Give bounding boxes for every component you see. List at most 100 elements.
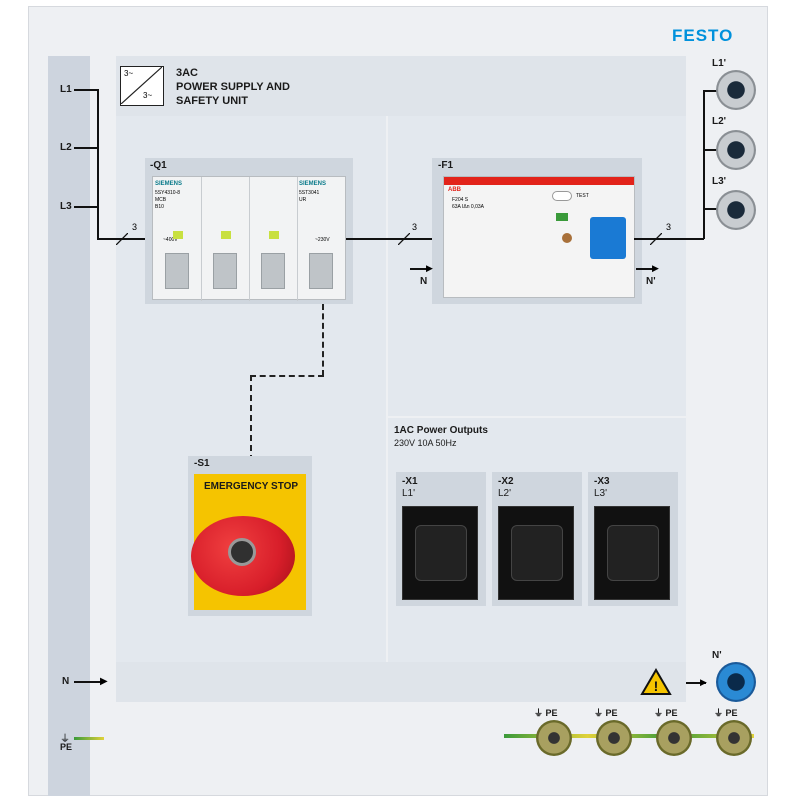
input-label-l2: L2 [60, 142, 72, 153]
wire-l2 [74, 147, 98, 149]
slash-mark-icon [397, 232, 411, 246]
f1-rcd[interactable]: ABB F204 S 63A IΔn 0,03A TEST [443, 176, 635, 298]
x1-tag: -X1 [402, 476, 418, 487]
wire-l1 [74, 89, 98, 91]
rcd-rating: 63A IΔn 0,03A [452, 204, 484, 210]
rcd-test-button[interactable] [552, 191, 572, 201]
x2-phase: L2' [498, 488, 512, 499]
key-lock-icon [228, 538, 256, 566]
bus-count-1: 3 [132, 222, 138, 232]
f1-tag: -F1 [438, 160, 453, 171]
q1-type-2: UR [299, 197, 307, 203]
pe-label-2: ⏚ PE [594, 708, 618, 718]
rcd-screw-icon [562, 233, 572, 243]
socket-n[interactable] [716, 662, 756, 702]
symbol-top: 3~ [124, 69, 134, 78]
q1-lever-1[interactable] [165, 253, 189, 289]
arrow-right-icon: ▶ [700, 677, 707, 687]
wire-f1-out [634, 238, 704, 240]
rcd-status-indicator [556, 213, 568, 221]
q1-lever-3[interactable] [261, 253, 285, 289]
neutral-in-label: N [420, 276, 428, 287]
festo-logo: FESTO [672, 26, 734, 45]
q1-rating: B10 [155, 204, 164, 210]
wire-out-vertical [703, 90, 705, 239]
x2-power-socket[interactable] [498, 506, 574, 600]
x3-phase: L3' [594, 488, 608, 499]
outputs-spec: 230V 10A 50Hz [394, 438, 457, 448]
wire-q1-f1 [346, 238, 446, 240]
x1-phase: L1' [402, 488, 416, 499]
unit-title: 3AC POWER SUPPLY AND SAFETY UNIT [176, 67, 290, 107]
neutral-out-label: N' [646, 276, 656, 287]
stop-label: EMERGENCY STOP [204, 481, 299, 492]
arrow-right-icon: ▶ [652, 263, 659, 273]
arrow-right-icon: ▶ [426, 263, 433, 273]
rcd-test-label: TEST [576, 193, 589, 199]
q1-lever-2[interactable] [213, 253, 237, 289]
wire-to-breaker [97, 238, 153, 240]
q1-voltage-2: ~230V [315, 237, 330, 243]
title-block [116, 56, 686, 116]
socket-l2[interactable] [716, 130, 756, 170]
q1-lever-4[interactable] [309, 253, 333, 289]
converter-symbol-icon: 3~ 3~ [120, 66, 164, 106]
pe-jack-4[interactable] [716, 720, 752, 756]
bus-count-3: 3 [666, 222, 672, 232]
rcd-brand: ABB [448, 187, 461, 193]
slash-mark-icon [649, 232, 663, 246]
q1-brand: SIEMENS [155, 181, 183, 187]
wire-bus-vertical [97, 89, 99, 239]
q1-indicator-2 [221, 231, 231, 239]
socket-l1[interactable] [716, 70, 756, 110]
wire-n [74, 681, 104, 683]
pe-jack-2[interactable] [596, 720, 632, 756]
x2-tag: -X2 [498, 476, 514, 487]
x3-power-socket[interactable] [594, 506, 670, 600]
input-label-l1: L1 [60, 84, 72, 95]
input-label-pe: PE [60, 742, 73, 752]
q1-indicator-1 [173, 231, 183, 239]
x1-power-socket[interactable] [402, 506, 478, 600]
socket-label-l2: L2' [712, 116, 727, 127]
s1-tag: -S1 [194, 458, 210, 469]
symbol-bottom: 3~ [143, 91, 153, 100]
outputs-title: 1AC Power Outputs [394, 425, 488, 436]
linkage-horizontal [250, 375, 324, 377]
rcd-lever[interactable] [590, 217, 626, 259]
q1-breaker[interactable]: SIEMENS 5SY4310-8 MCB B10 ~400V SIEMENS … [152, 176, 346, 301]
q1-type: MCB [155, 197, 167, 203]
pe-label-4: ⏚ PE [714, 708, 738, 718]
q1-model: 5SY4310-8 [155, 190, 181, 196]
q1-tag: -Q1 [150, 160, 167, 171]
socket-label-n: N' [712, 650, 722, 661]
pe-jack-3[interactable] [656, 720, 692, 756]
wire-l3 [74, 206, 98, 208]
input-label-l3: L3 [60, 201, 72, 212]
pe-jack-1[interactable] [536, 720, 572, 756]
input-rail [48, 56, 90, 796]
slash-mark-icon [115, 232, 129, 246]
x3-tag: -X3 [594, 476, 610, 487]
ground-icon: ⏚ [60, 734, 70, 745]
warning-icon: ! [640, 668, 672, 696]
linkage-vertical-2 [250, 375, 252, 471]
rcd-red-band [444, 177, 634, 185]
svg-text:!: ! [654, 678, 659, 694]
linkage-vertical-1 [322, 304, 324, 376]
q1-model-2: 5ST3041 [299, 190, 320, 196]
input-label-n: N [62, 676, 70, 687]
pe-label-1: ⏚ PE [534, 708, 558, 718]
wire-pe [74, 737, 104, 740]
rcd-model: F204 S [452, 197, 469, 203]
socket-label-l1: L1' [712, 58, 727, 69]
socket-label-l3: L3' [712, 176, 727, 187]
q1-indicator-3 [269, 231, 279, 239]
bottom-bus-zone [116, 662, 686, 702]
socket-l3[interactable] [716, 190, 756, 230]
pe-label-3: ⏚ PE [654, 708, 678, 718]
bus-count-2: 3 [412, 222, 418, 232]
q1-brand-2: SIEMENS [299, 181, 327, 187]
arrow-right-icon: ▶ [100, 676, 108, 687]
q1-voltage: ~400V [163, 237, 178, 243]
